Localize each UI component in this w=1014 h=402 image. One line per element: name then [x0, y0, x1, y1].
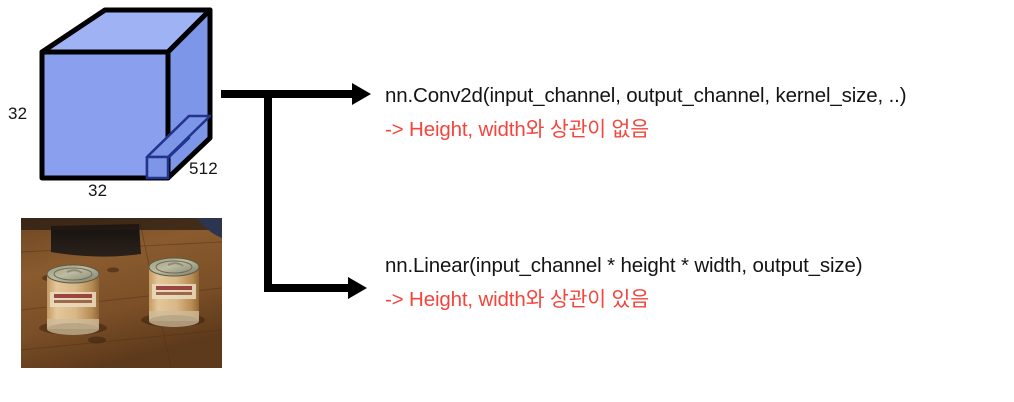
linear-note-line: -> Height, width와 상관이 있음: [385, 287, 649, 311]
conv2d-branch-text: nn.Conv2d(input_channel, output_channel,…: [385, 84, 907, 141]
cube-slab-front: [145, 155, 170, 180]
linear-code-line: nn.Linear(input_channel * height * width…: [385, 254, 863, 277]
branching-arrow: [221, 83, 371, 299]
arrow-head-bottom: [348, 277, 367, 299]
photo-blue-object: [197, 218, 222, 238]
photo-dark-pouch: [51, 224, 141, 257]
arrow-vertical-stem: [264, 90, 272, 292]
feature-map-cube: [39, 7, 213, 181]
linear-branch-text: nn.Linear(input_channel * height * width…: [385, 254, 863, 311]
arrow-head-top: [352, 83, 371, 105]
cube-height-label: 32: [8, 104, 28, 123]
cube-depth-label: 512: [189, 159, 218, 178]
arrow-top-stem: [221, 90, 360, 98]
photo-top-shadow: [21, 218, 222, 230]
cube-width-label: 32: [88, 181, 108, 200]
input-image-photo: [21, 218, 222, 368]
conv2d-note-line: -> Height, width와 상관이 없음: [385, 117, 649, 141]
photo-can-right: [141, 257, 205, 327]
arrow-bottom-stem: [264, 284, 356, 292]
conv2d-code-line: nn.Conv2d(input_channel, output_channel,…: [385, 84, 907, 107]
photo-can-left: [39, 264, 107, 335]
